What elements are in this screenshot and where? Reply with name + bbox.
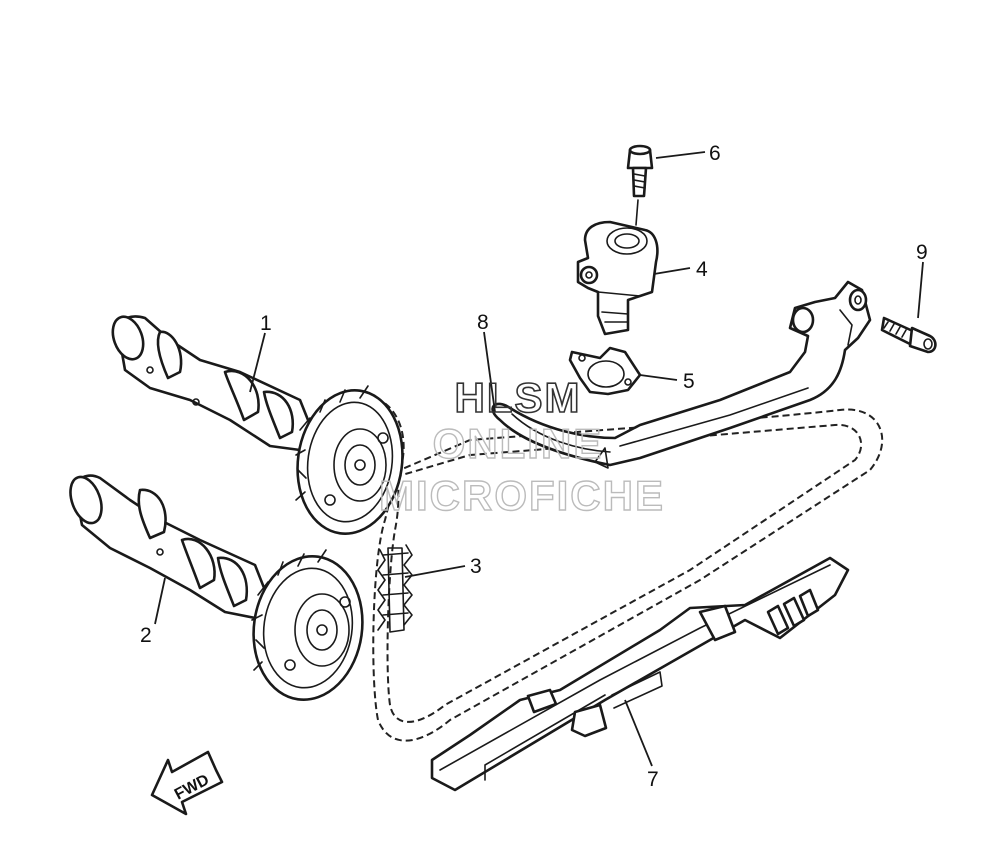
camshaft-2[interactable]	[65, 473, 270, 620]
callout-5: 5	[683, 370, 695, 393]
watermark-line-3: MICROFICHE	[379, 472, 665, 519]
callout-9: 9	[916, 241, 928, 264]
callout-numbers: 1 2 3 4 5 6 7 8 9	[140, 142, 928, 791]
bolt-9[interactable]	[880, 316, 937, 354]
chain-guide-lower[interactable]	[430, 556, 850, 792]
callout-3: 3	[470, 555, 482, 578]
leader-7	[624, 699, 653, 767]
cam-sprocket-lower[interactable]	[245, 549, 372, 707]
chain-tensioner-4[interactable]	[576, 220, 659, 336]
bolt-6[interactable]	[626, 144, 654, 226]
callout-2: 2	[140, 624, 152, 647]
leader-3	[404, 565, 466, 578]
callout-8: 8	[477, 311, 489, 334]
leader-9	[917, 261, 924, 319]
leader-4	[653, 267, 691, 275]
gasket-5[interactable]	[568, 346, 642, 396]
leader-1	[249, 332, 266, 393]
leader-6	[655, 151, 706, 159]
leader-lines	[154, 151, 924, 767]
callout-6: 6	[709, 142, 721, 165]
camshaft-1[interactable]	[107, 313, 314, 452]
watermark-line-1: HLSM	[455, 374, 582, 421]
timing-chain	[362, 393, 884, 742]
watermark-line-2: ONLINE	[433, 420, 604, 467]
leader-2	[154, 577, 166, 625]
timing-chain-segment-3[interactable]	[377, 544, 413, 633]
leader-8	[483, 331, 496, 413]
chain-guide-upper[interactable]	[491, 280, 872, 469]
callout-7: 7	[647, 768, 659, 791]
callout-4: 4	[696, 258, 708, 281]
watermark: HLSM ONLINE MICROFICHE	[378, 373, 665, 520]
leader-5	[639, 374, 678, 381]
cam-sprocket-upper[interactable]	[288, 383, 411, 540]
forward-direction-arrow: FWD	[150, 750, 224, 816]
callout-1: 1	[260, 312, 272, 335]
